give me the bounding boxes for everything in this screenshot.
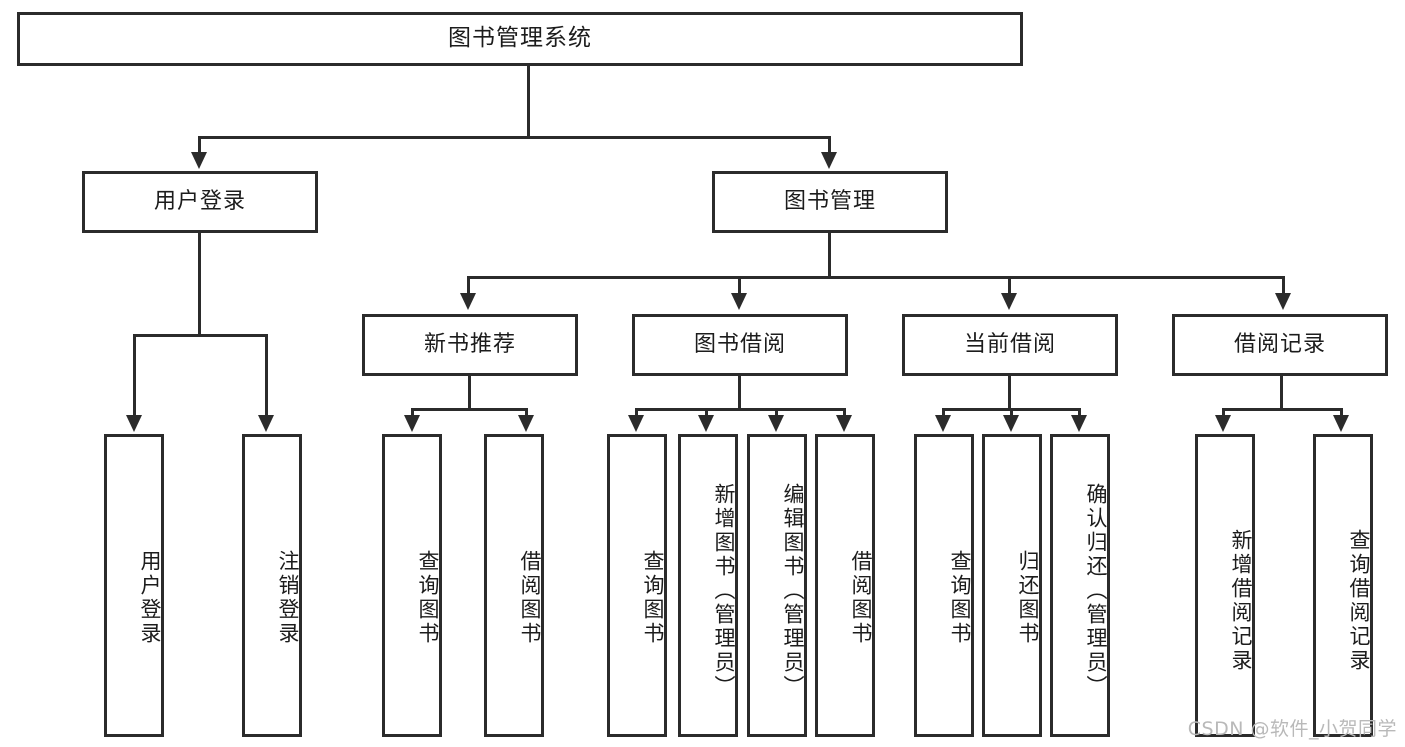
leaf-user-logout[interactable]: 注销登录 bbox=[242, 434, 302, 737]
leaf-confirm-return-label: 确认归还（管理员） bbox=[1084, 482, 1108, 699]
arrow-to-current-borrow bbox=[1001, 293, 1017, 310]
connector-borrow-record-bus bbox=[1222, 408, 1342, 411]
arrow-to-new-book-recommend bbox=[460, 293, 476, 310]
connector-current-borrow-drop-2 bbox=[1010, 408, 1013, 418]
arrow-to-book-manage bbox=[821, 152, 837, 169]
leaf-borrow-book-2[interactable]: 借阅图书 bbox=[815, 434, 875, 737]
connector-root-drop-right bbox=[828, 136, 831, 156]
connector-new-book-stem bbox=[468, 376, 471, 410]
node-current-borrow[interactable]: 当前借阅 bbox=[902, 314, 1118, 376]
leaf-edit-book[interactable]: 编辑图书（管理员） bbox=[747, 434, 807, 737]
node-borrow-record[interactable]: 借阅记录 bbox=[1172, 314, 1388, 376]
leaf-query-record[interactable]: 查询借阅记录 bbox=[1313, 434, 1373, 737]
node-book-manage-label: 图书管理 bbox=[783, 188, 876, 214]
connector-book-borrow-bus bbox=[635, 408, 845, 411]
leaf-borrow-book-2-label: 借阅图书 bbox=[849, 549, 873, 646]
connector-book-manage-drop-1 bbox=[467, 276, 470, 296]
leaf-query-book-1-label: 查询图书 bbox=[416, 549, 440, 646]
leaf-query-book-2-label: 查询图书 bbox=[641, 549, 665, 646]
arrow-to-leaf-user-login bbox=[126, 415, 142, 432]
connector-current-borrow-drop-1 bbox=[942, 408, 945, 418]
connector-borrow-record-drop-1 bbox=[1222, 408, 1225, 418]
connector-user-login-drop-2 bbox=[265, 334, 268, 418]
node-root[interactable]: 图书管理系统 bbox=[17, 12, 1023, 66]
arrow-to-leaf-add-book bbox=[698, 415, 714, 432]
arrow-to-leaf-add-record bbox=[1215, 415, 1231, 432]
arrow-to-leaf-borrow-book-2 bbox=[836, 415, 852, 432]
connector-current-borrow-stem bbox=[1008, 376, 1011, 410]
arrow-to-leaf-confirm-return bbox=[1071, 415, 1087, 432]
node-user-login[interactable]: 用户登录 bbox=[82, 171, 318, 233]
leaf-query-book-3[interactable]: 查询图书 bbox=[914, 434, 974, 737]
arrow-to-leaf-borrow-book-1 bbox=[518, 415, 534, 432]
arrow-to-book-borrow bbox=[731, 293, 747, 310]
connector-new-book-bus bbox=[411, 408, 528, 411]
connector-new-book-drop-1 bbox=[411, 408, 414, 418]
connector-book-manage-bus bbox=[467, 276, 1285, 279]
connector-user-login-drop-1 bbox=[133, 334, 136, 418]
leaf-user-logout-label: 注销登录 bbox=[276, 549, 300, 646]
connector-book-borrow-drop-2 bbox=[705, 408, 708, 418]
connector-user-login-bus bbox=[133, 334, 265, 337]
arrow-to-leaf-query-book-1 bbox=[404, 415, 420, 432]
connector-book-manage-stem bbox=[828, 233, 831, 278]
node-book-borrow[interactable]: 图书借阅 bbox=[632, 314, 848, 376]
leaf-add-record[interactable]: 新增借阅记录 bbox=[1195, 434, 1255, 737]
connector-borrow-record-stem bbox=[1280, 376, 1283, 410]
node-new-book-recommend[interactable]: 新书推荐 bbox=[362, 314, 578, 376]
connector-book-manage-drop-2 bbox=[738, 276, 741, 296]
connector-new-book-drop-2 bbox=[525, 408, 528, 418]
arrow-to-leaf-query-record bbox=[1333, 415, 1349, 432]
node-book-manage[interactable]: 图书管理 bbox=[712, 171, 948, 233]
arrow-to-leaf-user-logout bbox=[258, 415, 274, 432]
leaf-add-book-label: 新增图书（管理员） bbox=[712, 482, 736, 699]
connector-book-manage-drop-3 bbox=[1008, 276, 1011, 296]
leaf-confirm-return[interactable]: 确认归还（管理员） bbox=[1050, 434, 1110, 737]
connector-root-drop-left bbox=[198, 136, 201, 156]
arrow-to-leaf-edit-book bbox=[768, 415, 784, 432]
connector-book-manage-drop-4 bbox=[1282, 276, 1285, 296]
leaf-borrow-book-1-label: 借阅图书 bbox=[518, 549, 542, 646]
connector-book-borrow-drop-1 bbox=[635, 408, 638, 418]
arrow-to-leaf-query-book-3 bbox=[935, 415, 951, 432]
connector-book-borrow-drop-3 bbox=[775, 408, 778, 418]
arrow-to-user-login bbox=[191, 152, 207, 169]
leaf-user-login[interactable]: 用户登录 bbox=[104, 434, 164, 737]
leaf-add-book[interactable]: 新增图书（管理员） bbox=[678, 434, 738, 737]
leaf-query-book-3-label: 查询图书 bbox=[948, 549, 972, 646]
connector-borrow-record-drop-2 bbox=[1340, 408, 1343, 418]
node-root-label: 图书管理系统 bbox=[448, 25, 592, 52]
connector-user-login-stem bbox=[198, 233, 201, 336]
node-book-borrow-label: 图书借阅 bbox=[693, 331, 786, 357]
leaf-query-book-1[interactable]: 查询图书 bbox=[382, 434, 442, 737]
arrow-to-leaf-return-book bbox=[1003, 415, 1019, 432]
connector-root-bus bbox=[198, 136, 830, 139]
leaf-query-book-2[interactable]: 查询图书 bbox=[607, 434, 667, 737]
node-new-book-recommend-label: 新书推荐 bbox=[423, 331, 516, 357]
connector-current-borrow-drop-3 bbox=[1078, 408, 1081, 418]
connector-book-borrow-drop-4 bbox=[843, 408, 846, 418]
leaf-user-login-label: 用户登录 bbox=[138, 549, 162, 646]
leaf-borrow-book-1[interactable]: 借阅图书 bbox=[484, 434, 544, 737]
node-user-login-label: 用户登录 bbox=[153, 188, 246, 214]
connector-root-stem bbox=[527, 66, 530, 138]
arrow-to-leaf-query-book-2 bbox=[628, 415, 644, 432]
node-current-borrow-label: 当前借阅 bbox=[963, 331, 1056, 357]
leaf-return-book-label: 归还图书 bbox=[1016, 549, 1040, 646]
leaf-return-book[interactable]: 归还图书 bbox=[982, 434, 1042, 737]
connector-book-borrow-stem bbox=[738, 376, 741, 410]
leaf-edit-book-label: 编辑图书（管理员） bbox=[781, 482, 805, 699]
leaf-query-record-label: 查询借阅记录 bbox=[1347, 528, 1371, 673]
node-borrow-record-label: 借阅记录 bbox=[1233, 331, 1326, 357]
arrow-to-borrow-record bbox=[1275, 293, 1291, 310]
leaf-add-record-label: 新增借阅记录 bbox=[1229, 528, 1253, 673]
